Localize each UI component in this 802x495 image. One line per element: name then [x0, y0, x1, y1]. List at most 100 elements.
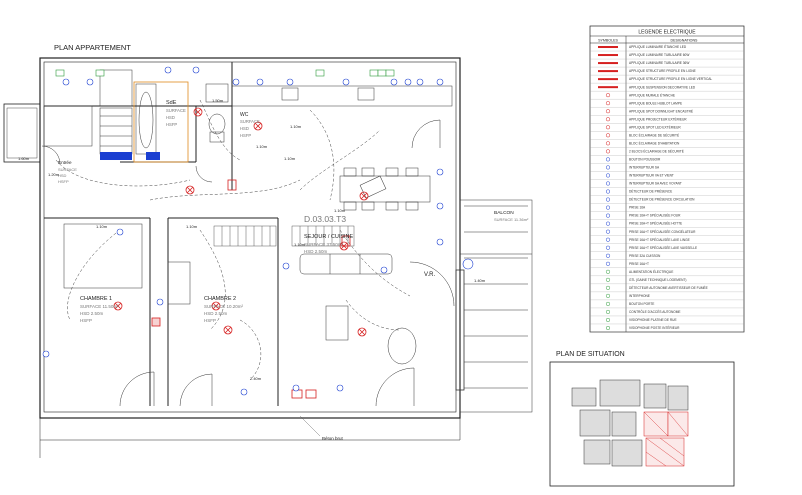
svg-text:Entrée: Entrée — [58, 160, 72, 165]
svg-text:1.10m: 1.10m — [256, 144, 268, 149]
svg-text:HSFP: HSFP — [240, 133, 251, 138]
legend-designation: APPLIQUE LUMINAIRE TUBULAIRE 36W — [629, 61, 689, 65]
svg-text:HSFP: HSFP — [166, 122, 177, 127]
radiators — [213, 225, 355, 247]
plan-title: PLAN APPARTEMENT — [54, 43, 131, 52]
legend-designation: PRISE 32A CUISSON — [629, 254, 661, 258]
legend-designation: APPLIQUE LUMINAIRE TUBULAIRE 60W — [629, 53, 689, 57]
legend-symbol-icon — [605, 213, 611, 218]
legend-symbol-icon — [605, 189, 611, 194]
doors — [41, 119, 455, 407]
room-entree: Entrée SURFACE HSD HSFP — [58, 160, 77, 184]
legend-symbol-icon — [598, 54, 618, 57]
legend-symbol-icon — [605, 93, 611, 98]
legend-symbol-icon — [605, 293, 611, 298]
svg-text:2.40m: 2.40m — [250, 376, 262, 381]
svg-text:SdE: SdE — [166, 100, 177, 106]
legend-symbol-icon — [605, 101, 611, 106]
svg-text:1.10m: 1.10m — [334, 208, 346, 213]
legend-symbol-icon — [598, 46, 618, 49]
legend-symbol-icon — [605, 253, 611, 258]
legend-symbol-icon — [605, 301, 611, 306]
legend-title: LEGENDE ELECTRIQUE — [638, 30, 696, 36]
svg-text:SURFACE 10.20m²: SURFACE 10.20m² — [204, 304, 244, 309]
legend-symbol-icon — [605, 141, 611, 146]
legend-symbol-icon — [598, 70, 618, 73]
living-furniture — [299, 167, 431, 365]
legend-designation: PRISE 16A+T SPÉCIALISÉE HOTTE — [629, 221, 682, 226]
svg-text:BALCON: BALCON — [494, 210, 514, 216]
legend-symbol-icon — [605, 109, 611, 114]
legend-designation: DÉTECTEUR DE PRÉSENCE — [629, 189, 672, 194]
legend-symbol-icon — [605, 317, 611, 323]
legend-designation: APPLIQUE MURALE ÉTANCHE — [629, 92, 675, 97]
svg-text:WC: WC — [240, 112, 249, 118]
legend-designation: APPLIQUE PROJECTEUR EXTÉRIEUR — [629, 116, 687, 121]
legend-col-designations: DESIGNATIONS — [671, 39, 698, 43]
room-chambre2: CHAMBRE 2 SURFACE 10.20m² HSD 2.50m HSFP — [204, 296, 244, 323]
socket-symbols — [42, 66, 474, 396]
svg-text:1.10m: 1.10m — [284, 156, 296, 161]
legend-panel: LEGENDE ELECTRIQUE SYMBOLES DESIGNATIONS… — [589, 25, 745, 333]
legend-symbol-icon — [605, 197, 611, 202]
legend-designation: PRISE 16A+T SPÉCIALISÉE FOUR — [629, 213, 681, 218]
height-labels: 1.60m 1.10m 1.10m 1.10m 1.10m 1.10m 1.10… — [18, 98, 486, 381]
legend-designation: APPLIQUE STRUCTURE PROFILE EN LIGNE VERT… — [629, 77, 712, 81]
legend-designation: 2 BLOCS ÉCLAIRAGE DE SÉCURITÉ — [629, 148, 684, 153]
bathroom-fixtures — [43, 69, 189, 163]
legend-symbol-icon — [605, 237, 611, 242]
svg-text:SURFACE 11.36m²: SURFACE 11.36m² — [494, 217, 529, 222]
legend-designation: DÉTECTEUR DE PRÉSENCE CIRCULATION — [629, 197, 695, 202]
kitchen-counter — [231, 85, 453, 107]
legend-symbol-icon — [605, 133, 611, 138]
circuit-wiring — [55, 99, 411, 381]
svg-text:SURFACE: SURFACE — [58, 167, 77, 172]
legend-symbol-icon — [605, 229, 611, 234]
legend-designation: PRISE 16A+T SPÉCIALISÉE LAVE VAISSELLE — [629, 245, 697, 250]
room-wc: WC SURFACE HSD HSFP — [240, 112, 260, 138]
svg-text:SURFACE: SURFACE — [166, 108, 186, 113]
svg-text:HSD 2.50m: HSD 2.50m — [80, 311, 104, 316]
room-sejour: SEJOUR / CUISINE SURFACE 37.50m² HSD 2.5… — [304, 234, 354, 254]
svg-text:1.40m: 1.40m — [474, 278, 486, 283]
legend-designation: VISIOPHONIE POSTE INTÉRIEUR — [629, 325, 680, 330]
legend-designation: APPLIQUE LUMINAIRE ÉTANCHE LED — [629, 44, 687, 49]
legend-symbol-icon — [605, 309, 611, 314]
legend-designation: PRISE 16A — [629, 206, 646, 210]
svg-text:SURFACE 37.50m²: SURFACE 37.50m² — [304, 242, 344, 247]
svg-text:1.10m: 1.10m — [96, 224, 108, 229]
legend-designation: CONTRÔLE D'ACCÈS AUTONOME — [629, 309, 681, 314]
legend-designation: VISIOPHONIE PLATINE DE RUE — [629, 318, 677, 322]
legend-symbol-icon — [598, 62, 618, 65]
legend-designation: PRISE 16A+T SPÉCIALISÉE CONGÉLATEUR — [629, 229, 696, 234]
legend-symbol-icon — [605, 205, 611, 210]
svg-text:HSD 2.50m: HSD 2.50m — [304, 249, 328, 254]
legend-designation: APPLIQUE SPOT DOWNLIGHT ENCASTRÉ — [629, 108, 693, 113]
legend-symbol-icon — [598, 86, 618, 89]
svg-text:1.60m: 1.60m — [18, 156, 30, 161]
legend-designation: INTERRUPTEUR VA ET VIENT — [629, 174, 674, 178]
legend-designation: GTL (GAINE TECHNIQUE LOGEMENT) — [629, 278, 686, 282]
legend-designation: INTERRUPTEUR SA — [629, 166, 660, 170]
legend-designation: DÉTECTEUR AUTONOME AVERTISSEUR DE FUMÉE — [629, 285, 708, 290]
legend-designation: INTERRUPTEUR SA AVEC VOYANT — [629, 182, 682, 186]
legend-rows: APPLIQUE LUMINAIRE ÉTANCHE LED APPLIQUE L… — [590, 44, 744, 333]
legend-designation: ALIMENTATION ÉLECTRIQUE — [629, 269, 673, 274]
room-chambre1: CHAMBRE 1 SURFACE 11.50m² HSD 2.50m HSFP — [80, 296, 119, 323]
legend-designation: BOUTON POUSSOIR — [629, 158, 661, 162]
legend-symbol-icon — [605, 285, 611, 290]
svg-text:CHAMBRE 1: CHAMBRE 1 — [80, 296, 112, 302]
svg-text:D.03.03.T3: D.03.03.T3 — [304, 214, 346, 224]
legend-symbol-icon — [605, 245, 611, 250]
svg-text:SURFACE: SURFACE — [240, 119, 260, 124]
legend-symbol-icon — [605, 125, 611, 130]
legend-designation: PRISE 16A+T SPÉCIALISÉE LAVE LINGE — [629, 237, 690, 242]
legend-designation: APPLIQUE STRUCTURE PROFILE EN LIGNE — [629, 69, 696, 73]
legend-symbol-icon — [605, 277, 611, 282]
legend-designation: PRISE 16A+T — [629, 262, 649, 266]
svg-text:SEJOUR / CUISINE: SEJOUR / CUISINE — [304, 234, 354, 240]
legend-designation: INTERPHONE — [629, 294, 650, 298]
legend-symbol-icon — [605, 269, 611, 274]
situation-plan — [549, 361, 735, 487]
